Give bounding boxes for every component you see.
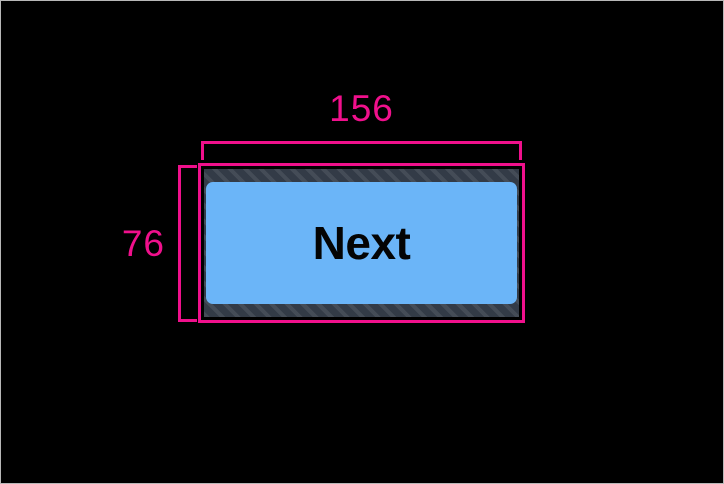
next-button-face[interactable]: Next bbox=[206, 182, 517, 304]
width-measurement-label: 156 bbox=[329, 88, 394, 129]
width-bracket-tick-start bbox=[201, 141, 204, 160]
width-bracket-bar bbox=[201, 141, 522, 144]
next-button-label: Next bbox=[312, 217, 411, 269]
selection-highlight-box: Next bbox=[198, 163, 525, 323]
width-bracket-tick-end bbox=[519, 141, 522, 160]
height-bracket-bar bbox=[178, 165, 181, 322]
height-measurement-label: 76 bbox=[121, 223, 165, 264]
height-bracket-tick-start bbox=[178, 165, 197, 168]
height-bracket-tick-end bbox=[178, 319, 197, 322]
next-button-hit-area[interactable]: Next bbox=[204, 169, 519, 317]
width-dimension-bracket bbox=[201, 141, 522, 160]
height-dimension-bracket bbox=[178, 165, 197, 322]
